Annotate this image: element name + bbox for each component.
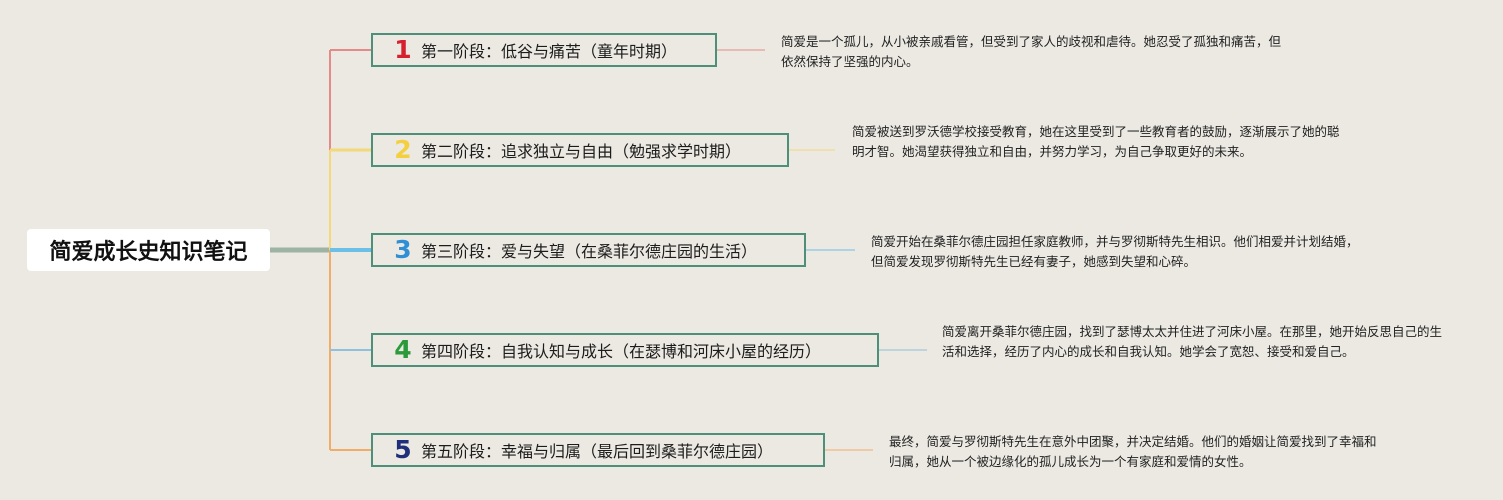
root-title: 简爱成长史知识笔记 (49, 240, 248, 265)
stage-description-3: 简爱开始在桑菲尔德庄园担任家庭教师，并与罗彻斯特先生相识。他们相爱并计划结婚，但… (871, 234, 1359, 269)
stage-number-5: 5 (394, 435, 412, 464)
stage-label-2: 第二阶段：追求独立与自由（勉强求学时期） (421, 142, 742, 161)
stage-number-4: 4 (394, 335, 412, 364)
stage-label-5: 第五阶段：幸福与归属（最后回到桑菲尔德庄园） (421, 442, 774, 461)
stage-label-3: 第三阶段：爱与失望（在桑菲尔德庄园的生活） (421, 242, 758, 261)
stage-description-5: 最终，简爱与罗彻斯特先生在意外中团聚，并决定结婚。他们的婚姻让简爱找到了幸福和归… (889, 434, 1377, 469)
stage-description-1: 简爱是一个孤儿，从小被亲戚看管，但受到了家人的歧视和虐待。她忍受了孤独和痛苦，但… (781, 34, 1282, 69)
stage-node-2[interactable]: 2 第二阶段：追求独立与自由（勉强求学时期） (371, 133, 789, 167)
stage-number-1: 1 (394, 35, 412, 64)
stage-node-3[interactable]: 3 第三阶段：爱与失望（在桑菲尔德庄园的生活） (371, 233, 806, 267)
stage-number-2: 2 (394, 135, 412, 164)
stage-description-2: 简爱被送到罗沃德学校接受教育，她在这里受到了一些教育者的鼓励，逐渐展示了她的聪明… (852, 124, 1340, 159)
stage-label-4: 第四阶段：自我认知与成长（在瑟博和河床小屋的经历） (421, 342, 822, 361)
stage-description-4: 简爱离开桑菲尔德庄园，找到了瑟博太太并住进了河床小屋。在那里，她开始反思自己的生… (942, 324, 1443, 359)
root-node[interactable]: 简爱成长史知识笔记 (27, 229, 270, 271)
stage-label-1: 第一阶段：低谷与痛苦（童年时期） (421, 42, 678, 61)
stage-node-1[interactable]: 1 第一阶段：低谷与痛苦（童年时期） (371, 33, 717, 67)
stage-node-5[interactable]: 5 第五阶段：幸福与归属（最后回到桑菲尔德庄园） (371, 433, 825, 467)
stage-node-4[interactable]: 4 第四阶段：自我认知与成长（在瑟博和河床小屋的经历） (371, 333, 879, 367)
stage-number-3: 3 (394, 235, 412, 264)
